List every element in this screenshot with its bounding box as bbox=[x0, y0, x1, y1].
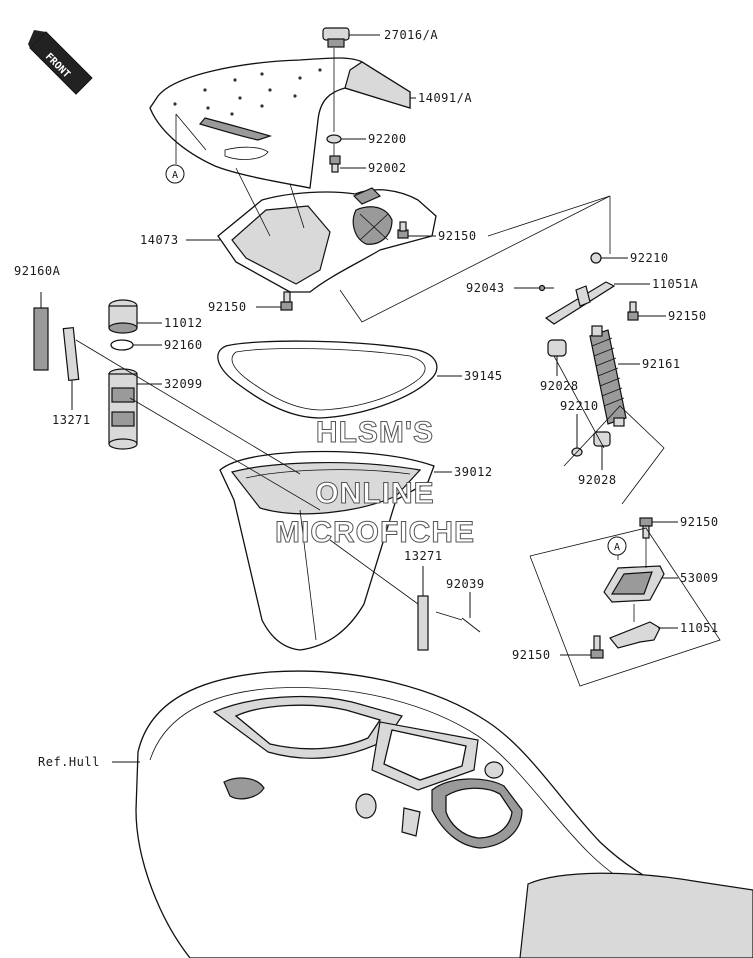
label-92043: 92043 bbox=[466, 281, 505, 295]
label-14091A: 14091/A bbox=[418, 91, 472, 105]
storage-bucket bbox=[219, 450, 435, 651]
strip-13271-left bbox=[62, 326, 80, 382]
label-13271-left: 13271 bbox=[52, 413, 91, 427]
label-92161: 92161 bbox=[642, 357, 681, 371]
bolt-92150-bl bbox=[590, 635, 604, 659]
pin-92043 bbox=[538, 284, 554, 292]
label-92028-top: 92028 bbox=[540, 379, 579, 393]
svg-text:MICROFICHE: MICROFICHE bbox=[275, 516, 475, 549]
label-92028-mid: 92028 bbox=[578, 473, 617, 487]
label-92150-left: 92150 bbox=[208, 300, 247, 314]
svg-text:HLSM'S: HLSM'S bbox=[316, 416, 434, 449]
bolt-92150-tray-left bbox=[280, 291, 293, 311]
leader-lines bbox=[40, 34, 721, 763]
label-92160: 92160 bbox=[164, 338, 203, 352]
label-92210-mid: 92210 bbox=[560, 399, 599, 413]
bracket-11051 bbox=[609, 621, 661, 649]
svg-text:A: A bbox=[172, 170, 178, 181]
spring-92161 bbox=[589, 325, 627, 427]
label-ref-hull: Ref.Hull bbox=[38, 755, 100, 769]
strip-13271-mid bbox=[417, 595, 429, 651]
storage-tray bbox=[217, 187, 437, 293]
bolt-92150-tray-right bbox=[397, 221, 409, 239]
oring-92160 bbox=[110, 339, 134, 351]
watermark: HLSM'S ONLINE MICROFICHE bbox=[275, 416, 475, 550]
washer-92210-top bbox=[590, 252, 602, 264]
bolt-92150-right bbox=[627, 301, 639, 321]
label-92002: 92002 bbox=[368, 161, 407, 175]
washer-92200 bbox=[326, 134, 342, 144]
label-11051A: 11051A bbox=[652, 277, 699, 291]
label-92210-top: 92210 bbox=[630, 251, 669, 265]
cap-11012 bbox=[108, 299, 138, 334]
label-13271-mid: 13271 bbox=[404, 549, 443, 563]
label-92150-top: 92150 bbox=[438, 229, 477, 243]
hull-reference bbox=[135, 670, 753, 958]
label-11012: 11012 bbox=[164, 316, 203, 330]
pin-92039 bbox=[461, 617, 481, 633]
label-92200: 92200 bbox=[368, 132, 407, 146]
label-39012: 39012 bbox=[454, 465, 493, 479]
label-92039: 92039 bbox=[446, 577, 485, 591]
label-27016A: 27016/A bbox=[384, 28, 438, 42]
ref-marker-a-left: A bbox=[165, 164, 185, 184]
ref-marker-a-right: A bbox=[607, 536, 627, 556]
label-14073: 14073 bbox=[140, 233, 179, 247]
svg-text:A: A bbox=[614, 542, 620, 553]
label-39145: 39145 bbox=[464, 369, 503, 383]
label-53009: 53009 bbox=[680, 571, 719, 585]
front-arrow-icon: FRONT bbox=[28, 30, 93, 95]
label-32099: 32099 bbox=[164, 377, 203, 391]
cap-27016A bbox=[322, 27, 350, 48]
label-92150-right: 92150 bbox=[668, 309, 707, 323]
seat-cover bbox=[149, 57, 411, 189]
tube-32099 bbox=[108, 368, 138, 450]
gasket-39145 bbox=[217, 340, 438, 419]
svg-text:ONLINE: ONLINE bbox=[315, 477, 434, 510]
bolt-92002 bbox=[329, 155, 341, 173]
label-92160A: 92160A bbox=[14, 264, 61, 278]
plate-92160A bbox=[33, 307, 49, 371]
label-11051: 11051 bbox=[680, 621, 719, 635]
bushing-92028-top bbox=[547, 339, 567, 357]
part-labels: 27016/A 14091/A 92200 92002 14073 92150 … bbox=[14, 28, 719, 769]
label-92150-lr: 92150 bbox=[680, 515, 719, 529]
label-92150-bl: 92150 bbox=[512, 648, 551, 662]
